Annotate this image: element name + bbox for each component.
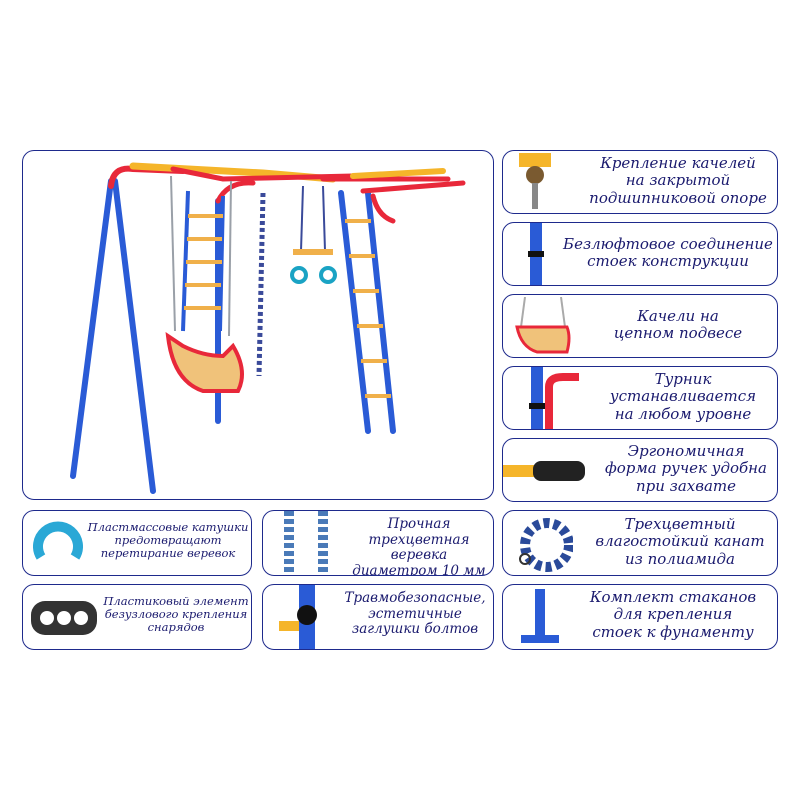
post-joint-thumbnail — [521, 223, 551, 285]
polyamide-rope-thumbnail — [513, 515, 573, 575]
grip-handle-thumbnail — [503, 457, 593, 485]
plastic-element-thumbnail — [31, 601, 97, 635]
pullup-bar-thumbnail — [523, 367, 579, 429]
playground-set-illustration — [70, 162, 466, 494]
bolt-cap-thumbnail — [279, 585, 335, 649]
foundation-cup-thumbnail — [515, 589, 565, 649]
bearing-mount-thumbnail — [515, 153, 555, 211]
product-photo-card — [22, 150, 494, 500]
swing-seat-thumbnail — [511, 297, 575, 357]
rope-thumbnail — [273, 511, 343, 575]
plastic-reel-thumbnail — [33, 519, 83, 569]
